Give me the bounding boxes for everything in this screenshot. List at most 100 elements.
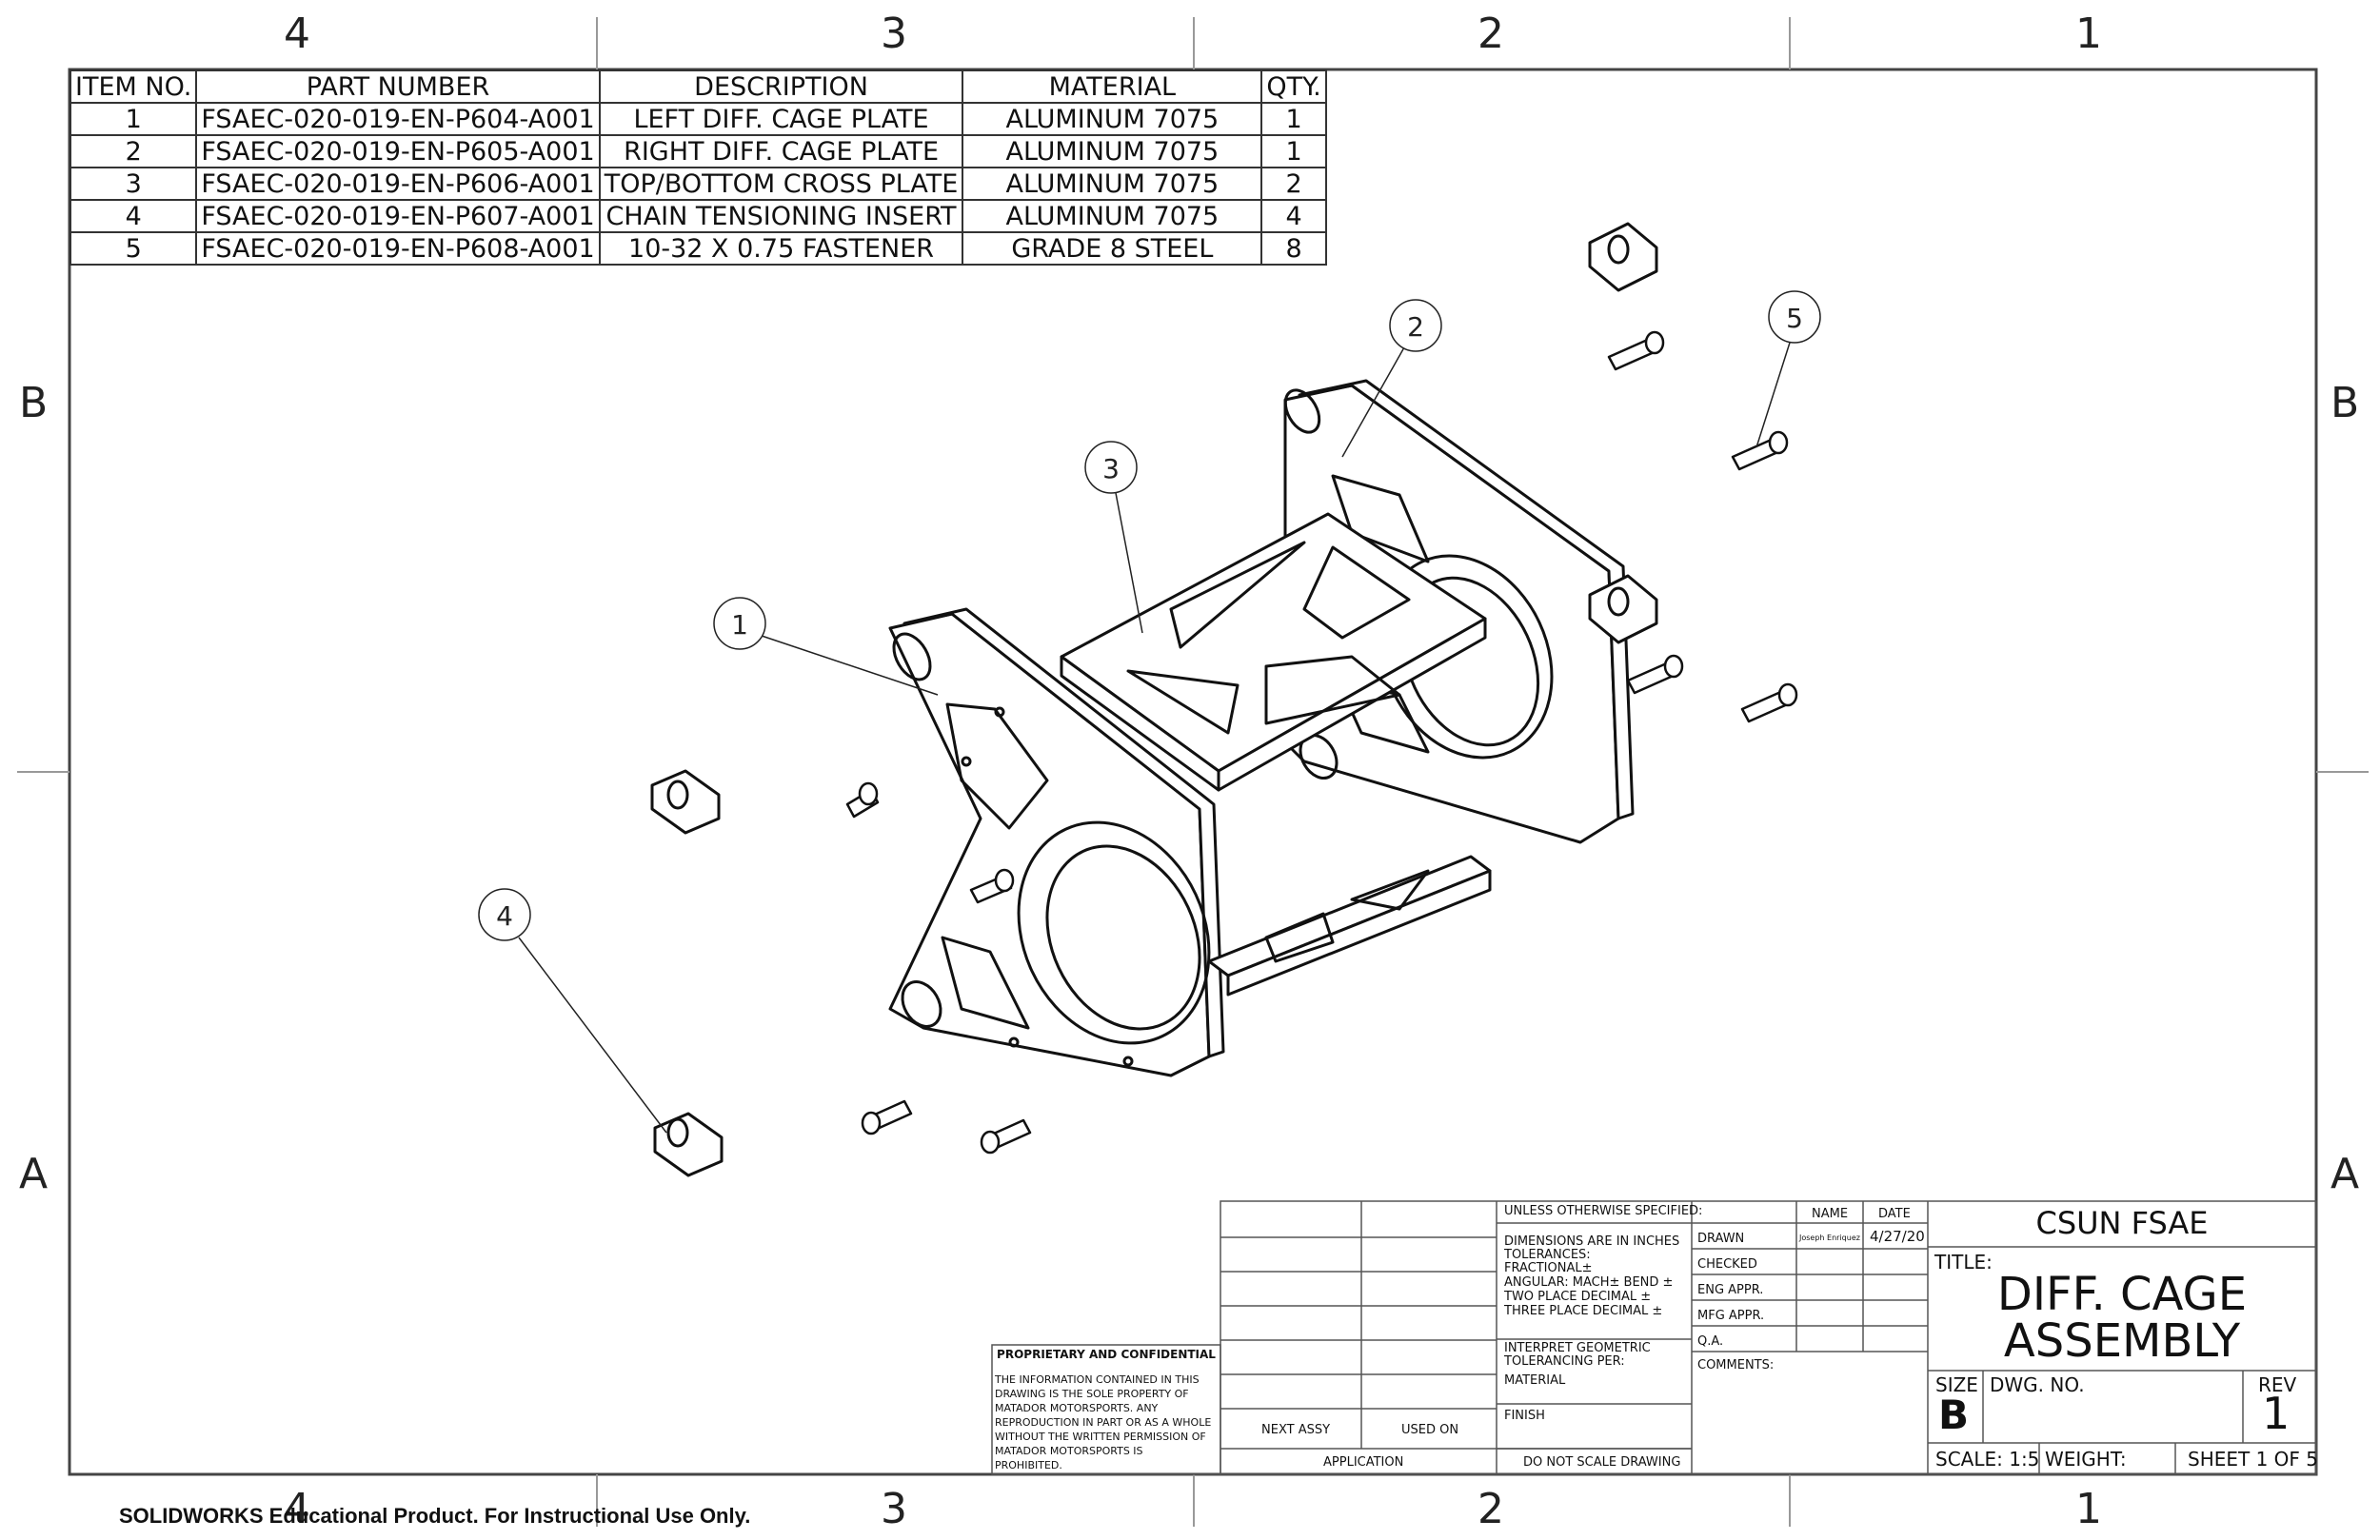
sheet-label: SHEET 1 OF 5 — [2188, 1448, 2318, 1471]
bom-part: FSAEC-020-019-EN-P607-A001 — [195, 199, 601, 233]
top-cross-plate — [1060, 512, 1487, 792]
table-row: 2 FSAEC-020-019-EN-P605-A001 RIGHT DIFF.… — [69, 134, 1327, 168]
next-assy-label: NEXT ASSY — [1261, 1423, 1331, 1437]
title-block-grid — [991, 1200, 2317, 1475]
bom-material: ALUMINUM 7075 — [962, 199, 1263, 233]
zone-col-1-top: 1 — [2075, 10, 2102, 58]
table-row: 3 FSAEC-020-019-EN-P606-A001 TOP/BOTTOM … — [69, 167, 1327, 201]
comments-label: COMMENTS: — [1697, 1358, 1775, 1372]
scale-label: SCALE: 1:5 — [1935, 1448, 2040, 1471]
drawing-title-line-2: ASSEMBLY — [2003, 1314, 2241, 1368]
zone-row-b-left: B — [19, 379, 49, 427]
bom-material: ALUMINUM 7075 — [962, 167, 1263, 201]
bom-item: 2 — [69, 134, 198, 168]
bill-of-materials: ITEM NO. PART NUMBER DESCRIPTION MATERIA… — [69, 69, 1327, 266]
balloons: 1 2 3 4 5 — [478, 290, 1821, 1134]
name-header: NAME — [1812, 1207, 1849, 1221]
weight-label: WEIGHT: — [2045, 1448, 2127, 1471]
bom-description: TOP/BOTTOM CROSS PLATE — [598, 167, 964, 201]
application-label: APPLICATION — [1323, 1455, 1404, 1470]
eng-appr-label: ENG APPR. — [1697, 1283, 1764, 1297]
bom-item: 1 — [69, 102, 198, 136]
bom-part: FSAEC-020-019-EN-P605-A001 — [195, 134, 601, 168]
date-header: DATE — [1878, 1207, 1911, 1221]
balloon-2: 2 — [1341, 299, 1442, 458]
qa-label: Q.A. — [1697, 1334, 1724, 1349]
checked-label: CHECKED — [1697, 1257, 1757, 1272]
zone-row-a-left: A — [19, 1150, 49, 1198]
bom-description: 10-32 X 0.75 FASTENER — [598, 231, 964, 266]
proprietary-line: PROHIBITED. — [995, 1459, 1062, 1471]
bom-header-row: ITEM NO. PART NUMBER DESCRIPTION MATERIA… — [69, 69, 1327, 104]
bom-part: FSAEC-020-019-EN-P608-A001 — [195, 231, 601, 266]
rev-value: 1 — [2262, 1388, 2291, 1439]
material-label: MATERIAL — [1504, 1373, 1566, 1388]
bom-qty: 1 — [1260, 134, 1327, 168]
zone-col-1-bottom: 1 — [2075, 1485, 2102, 1533]
zone-col-4-bottom: 4 — [284, 1485, 310, 1533]
bom-header-qty: QTY. — [1260, 69, 1327, 104]
proprietary-title: PROPRIETARY AND CONFIDENTIAL — [997, 1348, 1216, 1361]
bom-part: FSAEC-020-019-EN-P604-A001 — [195, 102, 601, 136]
size-label: SIZE — [1935, 1373, 1978, 1396]
balloon-3: 3 — [1084, 441, 1143, 634]
bom-part: FSAEC-020-019-EN-P606-A001 — [195, 167, 601, 201]
bom-qty: 2 — [1260, 167, 1327, 201]
table-row: 4 FSAEC-020-019-EN-P607-A001 CHAIN TENSI… — [69, 199, 1327, 233]
assembly-view — [650, 222, 1798, 1177]
size-value: B — [1938, 1392, 1970, 1438]
balloon-3-label: 3 — [1102, 453, 1120, 484]
bom-item: 5 — [69, 231, 198, 266]
balloon-1-label: 1 — [731, 609, 748, 641]
balloon-4: 4 — [478, 888, 667, 1134]
bom-header-item: ITEM NO. — [69, 69, 198, 104]
balloon-1: 1 — [713, 597, 939, 696]
zone-col-3-top: 3 — [881, 10, 907, 58]
tensioning-inserts — [650, 222, 1658, 1177]
proprietary-line: WITHOUT THE WRITTEN PERMISSION OF — [995, 1431, 1206, 1443]
bom-item: 3 — [69, 167, 198, 201]
dims-line: THREE PLACE DECIMAL ± — [1504, 1304, 1663, 1318]
educational-watermark: SOLIDWORKS Educational Product. For Inst… — [119, 1504, 751, 1528]
bom-header-description: DESCRIPTION — [598, 69, 964, 104]
bom-description: LEFT DIFF. CAGE PLATE — [598, 102, 964, 136]
zone-row-a-right: A — [2330, 1150, 2360, 1198]
bom-description: RIGHT DIFF. CAGE PLATE — [598, 134, 964, 168]
drawn-date: 4/27/20 — [1870, 1228, 1925, 1245]
left-cage-plate — [888, 607, 1225, 1077]
balloon-2-label: 2 — [1407, 311, 1424, 343]
interpret-line: INTERPRET GEOMETRIC — [1504, 1341, 1651, 1355]
finish-label: FINISH — [1504, 1409, 1545, 1423]
dims-line: DIMENSIONS ARE IN INCHES — [1504, 1234, 1680, 1249]
balloon-5: 5 — [1755, 290, 1821, 448]
do-not-scale-label: DO NOT SCALE DRAWING — [1523, 1455, 1681, 1470]
zone-col-2-bottom: 2 — [1478, 1485, 1504, 1533]
drawing-title-line-1: DIFF. CAGE — [1996, 1268, 2248, 1321]
company-name: CSUN FSAE — [2035, 1205, 2209, 1241]
bom-header-part: PART NUMBER — [195, 69, 601, 104]
dims-line: TOLERANCES: — [1504, 1248, 1591, 1262]
bom-material: ALUMINUM 7075 — [962, 102, 1263, 136]
dims-line: FRACTIONAL± — [1504, 1261, 1593, 1275]
fasteners — [845, 330, 1798, 1155]
bom-item: 4 — [69, 199, 198, 233]
dwg-no-label: DWG. NO. — [1990, 1373, 2085, 1396]
proprietary-line: MATADOR MOTORSPORTS. ANY — [995, 1402, 1159, 1414]
proprietary-line: THE INFORMATION CONTAINED IN THIS — [995, 1373, 1200, 1386]
bottom-cross-plate — [1207, 855, 1492, 997]
bom-qty: 1 — [1260, 102, 1327, 136]
zone-row-b-right: B — [2330, 379, 2360, 427]
proprietary-line: MATADOR MOTORSPORTS IS — [995, 1445, 1143, 1457]
table-row: 5 FSAEC-020-019-EN-P608-A001 10-32 X 0.7… — [69, 231, 1327, 266]
bom-material: ALUMINUM 7075 — [962, 134, 1263, 168]
bom-qty: 8 — [1260, 231, 1327, 266]
drawn-label: DRAWN — [1697, 1232, 1745, 1246]
proprietary-line: DRAWING IS THE SOLE PROPERTY OF — [995, 1388, 1189, 1400]
unless-specified-label: UNLESS OTHERWISE SPECIFIED: — [1504, 1204, 1703, 1218]
balloon-4-label: 4 — [496, 900, 513, 932]
zone-ticks — [17, 17, 2369, 1527]
interpret-line: TOLERANCING PER: — [1504, 1354, 1625, 1369]
drawn-name: Joseph Enriquez — [1799, 1234, 1860, 1242]
table-row: 1 FSAEC-020-019-EN-P604-A001 LEFT DIFF. … — [69, 102, 1327, 136]
